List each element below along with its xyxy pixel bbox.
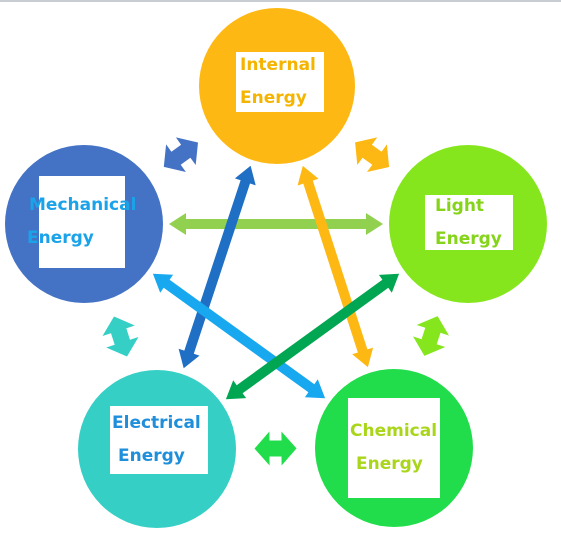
electrical-energy-label-line2: Energy [118,446,185,466]
mechanical-energy-label-line2: Energy [27,228,94,248]
electrical-energy-label: Electrical Energy [110,406,208,474]
arrow-internal-chemical [297,165,374,368]
internal-energy-label-line1: Internal [240,55,316,75]
arrow-internal-mechanical [163,137,198,172]
arrow-internal-light [355,137,390,172]
arrow-electrical-mechanical [102,316,139,357]
light-energy-label: Light Energy [425,195,513,250]
chemical-energy-label-line2: Energy [356,454,423,474]
chemical-energy-label: Chemical Energy [348,398,440,498]
arrow-light-electrical [225,273,400,400]
electrical-energy-label-line1: Electrical [112,413,201,433]
arrow-light-chemical [413,316,449,356]
internal-energy-label: Internal Energy [236,52,324,112]
chemical-energy-label-line1: Chemical [350,421,438,441]
arrow-mechanical-chemical [152,273,326,399]
light-energy-label-line1: Light [435,195,485,216]
arrow-internal-electrical [178,165,256,369]
internal-energy-label-line2: Energy [240,88,307,108]
conversion-arrows [102,137,449,466]
arrow-chemical-electrical [254,431,297,466]
mechanical-energy-label: Mechanical Energy [27,176,136,268]
arrow-mechanical-light [169,213,383,235]
light-energy-label-line2: Energy [435,228,502,249]
mechanical-energy-label-line1: Mechanical [29,195,137,215]
